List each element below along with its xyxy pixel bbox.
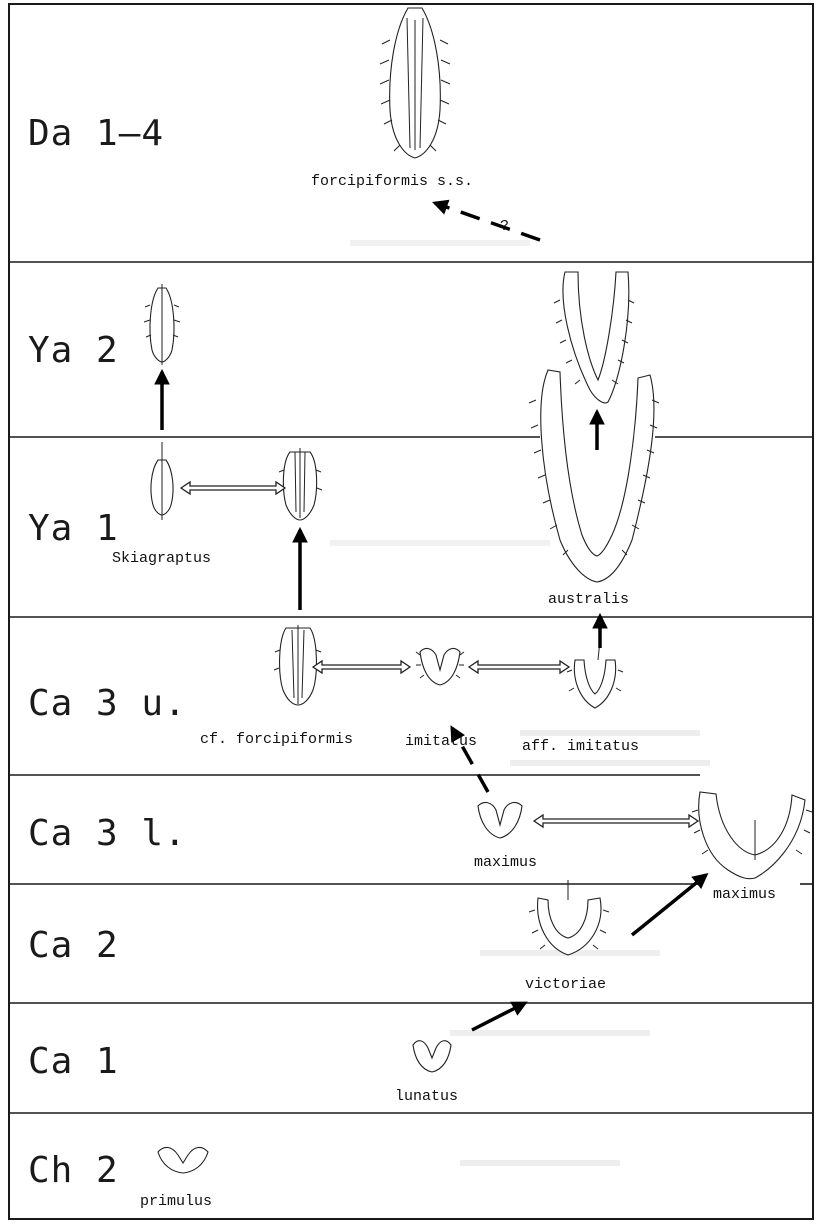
stage-label-ya2: Ya 2	[28, 330, 119, 371]
stage-label-ca2: Ca 2	[28, 925, 119, 966]
arrow-lunatus-to-victoriae	[472, 1003, 525, 1030]
australis-upper-specimen	[554, 272, 634, 403]
lunatus-specimen	[413, 1041, 451, 1072]
label-australis: australis	[548, 591, 629, 608]
primulus-specimen	[158, 1147, 208, 1173]
cf-forcipiformis-specimen	[274, 625, 322, 705]
arrow-dashed-to-forcipiformis	[435, 203, 540, 240]
forcipiformis-ss-specimen	[380, 8, 450, 158]
label-aff-imitatus: aff. imitatus	[522, 738, 639, 755]
label-victoriae: victoriae	[525, 976, 606, 993]
double-arrow-ca3l	[534, 815, 698, 827]
aff-imitatus-specimen	[567, 640, 623, 708]
australis-specimen	[529, 370, 659, 582]
stage-label-ca1: Ca 1	[28, 1041, 119, 1082]
imitatus-specimen	[416, 648, 464, 685]
skiagraptus-specimen	[151, 442, 173, 520]
label-maximus-left: maximus	[474, 854, 537, 871]
stage-label-ya1: Ya 1	[28, 508, 119, 549]
label-lunatus: lunatus	[395, 1088, 458, 1105]
label-cf-forcipiformis: cf. forcipiformis	[200, 731, 353, 748]
double-arrow-ca3u-right	[469, 661, 569, 673]
label-primulus: primulus	[140, 1193, 212, 1210]
victoriae-specimen	[529, 880, 609, 955]
stage-label-da: Da 1—4	[28, 113, 164, 154]
label-skiagraptus: Skiagraptus	[112, 550, 211, 567]
maximus-small-specimen	[478, 803, 522, 838]
label-imitatus: imitatus	[405, 733, 477, 750]
bleed-through-text	[330, 240, 710, 1166]
ya2-specimen	[144, 284, 180, 365]
maximus-large-specimen	[692, 792, 812, 879]
label-maximus-right: maximus	[713, 886, 776, 903]
label-forcipiformis-ss: forcipiformis s.s.	[311, 173, 473, 190]
stage-label-ca3u: Ca 3 u.	[28, 683, 187, 724]
stage-label-ch2: Ch 2	[28, 1150, 119, 1191]
question-mark: ?	[500, 218, 509, 235]
double-arrow-ya1	[181, 482, 285, 494]
stage-label-ca3l: Ca 3 l.	[28, 813, 187, 854]
double-arrow-ca3u-left	[313, 661, 410, 673]
ya1-specimen	[278, 448, 322, 520]
